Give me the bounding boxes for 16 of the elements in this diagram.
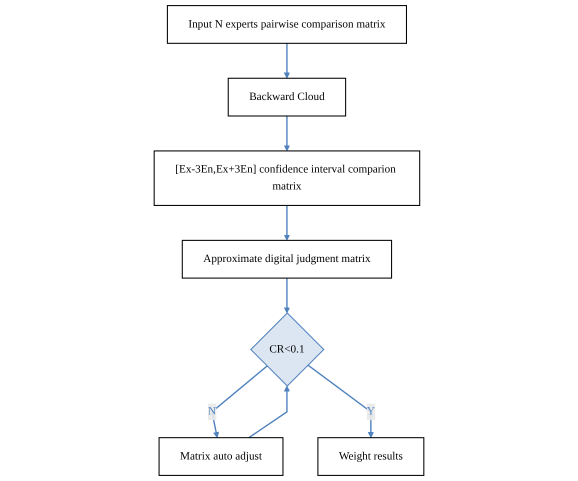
- arrow: [284, 116, 290, 152]
- arrow: [307, 364, 374, 438]
- node-box: Matrix auto adjust: [158, 437, 284, 476]
- node-box: Input N experts pairwise comparison matrix: [166, 5, 407, 44]
- node-box: Approximate digital judgment matrix: [182, 240, 392, 279]
- node-box: Weight results: [317, 437, 424, 476]
- node-box: [Ex-3En,Ex+3En] confidence interval comparion matrix: [154, 150, 420, 206]
- arrow: [284, 205, 290, 241]
- arrow: [211, 366, 268, 438]
- edge-label: N: [208, 406, 216, 418]
- edge-label: Y: [366, 406, 375, 418]
- node-box: Backward Cloud: [228, 78, 346, 117]
- node-diamond: CR<0.1: [250, 312, 324, 387]
- arrow: [248, 386, 290, 438]
- arrow: [284, 278, 290, 314]
- arrow: [284, 43, 290, 79]
